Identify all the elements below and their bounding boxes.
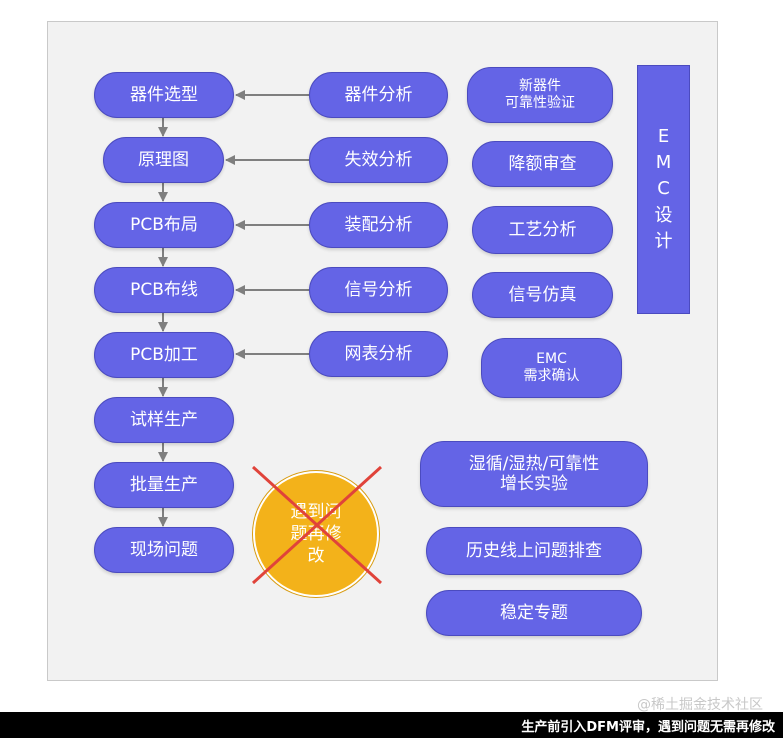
watermark: @稀土掘金技术社区	[637, 697, 763, 713]
analysis-assembly: 装配分析	[309, 202, 448, 248]
check-derating-review: 降额审查	[472, 141, 613, 187]
check-process-analysis: 工艺分析	[472, 206, 613, 254]
flow-step-trial-production: 试样生产	[94, 397, 234, 443]
analysis-component: 器件分析	[309, 72, 448, 118]
flow-step-pcb-fabrication: PCB加工	[94, 332, 234, 378]
cross-out-icon	[251, 465, 383, 585]
check-new-component-reliability: 新器件 可靠性验证	[467, 67, 613, 123]
reliability-stability-topic: 稳定专题	[426, 590, 642, 636]
emc-design-bar: E M C 设 计	[637, 65, 690, 314]
flow-step-schematic: 原理图	[103, 137, 224, 183]
check-signal-simulation: 信号仿真	[472, 272, 613, 318]
check-emc-requirements: EMC 需求确认	[481, 338, 622, 398]
flow-step-pcb-placement: PCB布局	[94, 202, 234, 248]
analysis-failure: 失效分析	[309, 137, 448, 183]
flow-step-pcb-routing: PCB布线	[94, 267, 234, 313]
flow-step-field-issues: 现场问题	[94, 527, 234, 573]
analysis-netlist: 网表分析	[309, 331, 448, 377]
fix-when-problem-circle: 遇到问 题再修 改	[253, 471, 379, 597]
analysis-signal: 信号分析	[309, 267, 448, 313]
caption-text: 生产前引入DFM评审，遇到问题无需再修改	[521, 720, 775, 735]
caption-bar: 生产前引入DFM评审，遇到问题无需再修改	[0, 712, 783, 738]
flow-step-mass-production: 批量生产	[94, 462, 234, 508]
reliability-tests: 湿循/湿热/可靠性 增长实验	[420, 441, 648, 507]
flow-step-component-selection: 器件选型	[94, 72, 234, 118]
reliability-history-issues: 历史线上问题排查	[426, 527, 642, 575]
